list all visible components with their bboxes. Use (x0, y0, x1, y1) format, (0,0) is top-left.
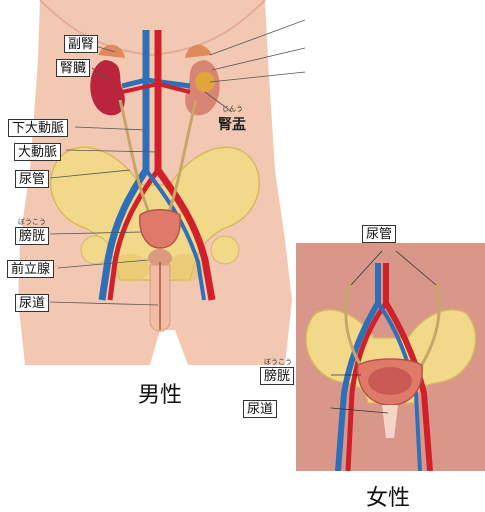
ruby-bladder: ぼうこう (18, 219, 46, 227)
label-adrenal: 副腎 (64, 35, 98, 53)
female-caption: 女性 (366, 480, 410, 512)
label-ureter: 尿管 (15, 170, 49, 188)
female-ruby-bladder: ぼうこう (264, 359, 292, 367)
label-prostate: 前立腺 (7, 260, 54, 278)
female-anatomy-illustration (296, 243, 485, 471)
male-diagram: 副腎 腎臓 じんう 腎盂 下大動脈 大動脈 尿管 ぼうこう 膀胱 前立腺 尿道 (0, 0, 305, 365)
label-bladder: 膀胱 (15, 227, 49, 245)
label-inferior-vena-cava: 下大動脈 (8, 119, 68, 137)
label-renal-pelvis: 腎盂 (218, 114, 246, 134)
female-label-urethra: 尿道 (243, 400, 277, 418)
label-aorta: 大動脈 (14, 143, 61, 161)
label-kidney: 腎臓 (56, 59, 90, 77)
male-caption: 男性 (138, 377, 182, 409)
label-urethra: 尿道 (15, 294, 49, 312)
female-label-ureter: 尿管 (362, 225, 396, 243)
female-diagram (296, 243, 485, 471)
ruby-renal-pelvis: じんう (222, 106, 243, 114)
female-label-bladder: 膀胱 (260, 367, 294, 385)
